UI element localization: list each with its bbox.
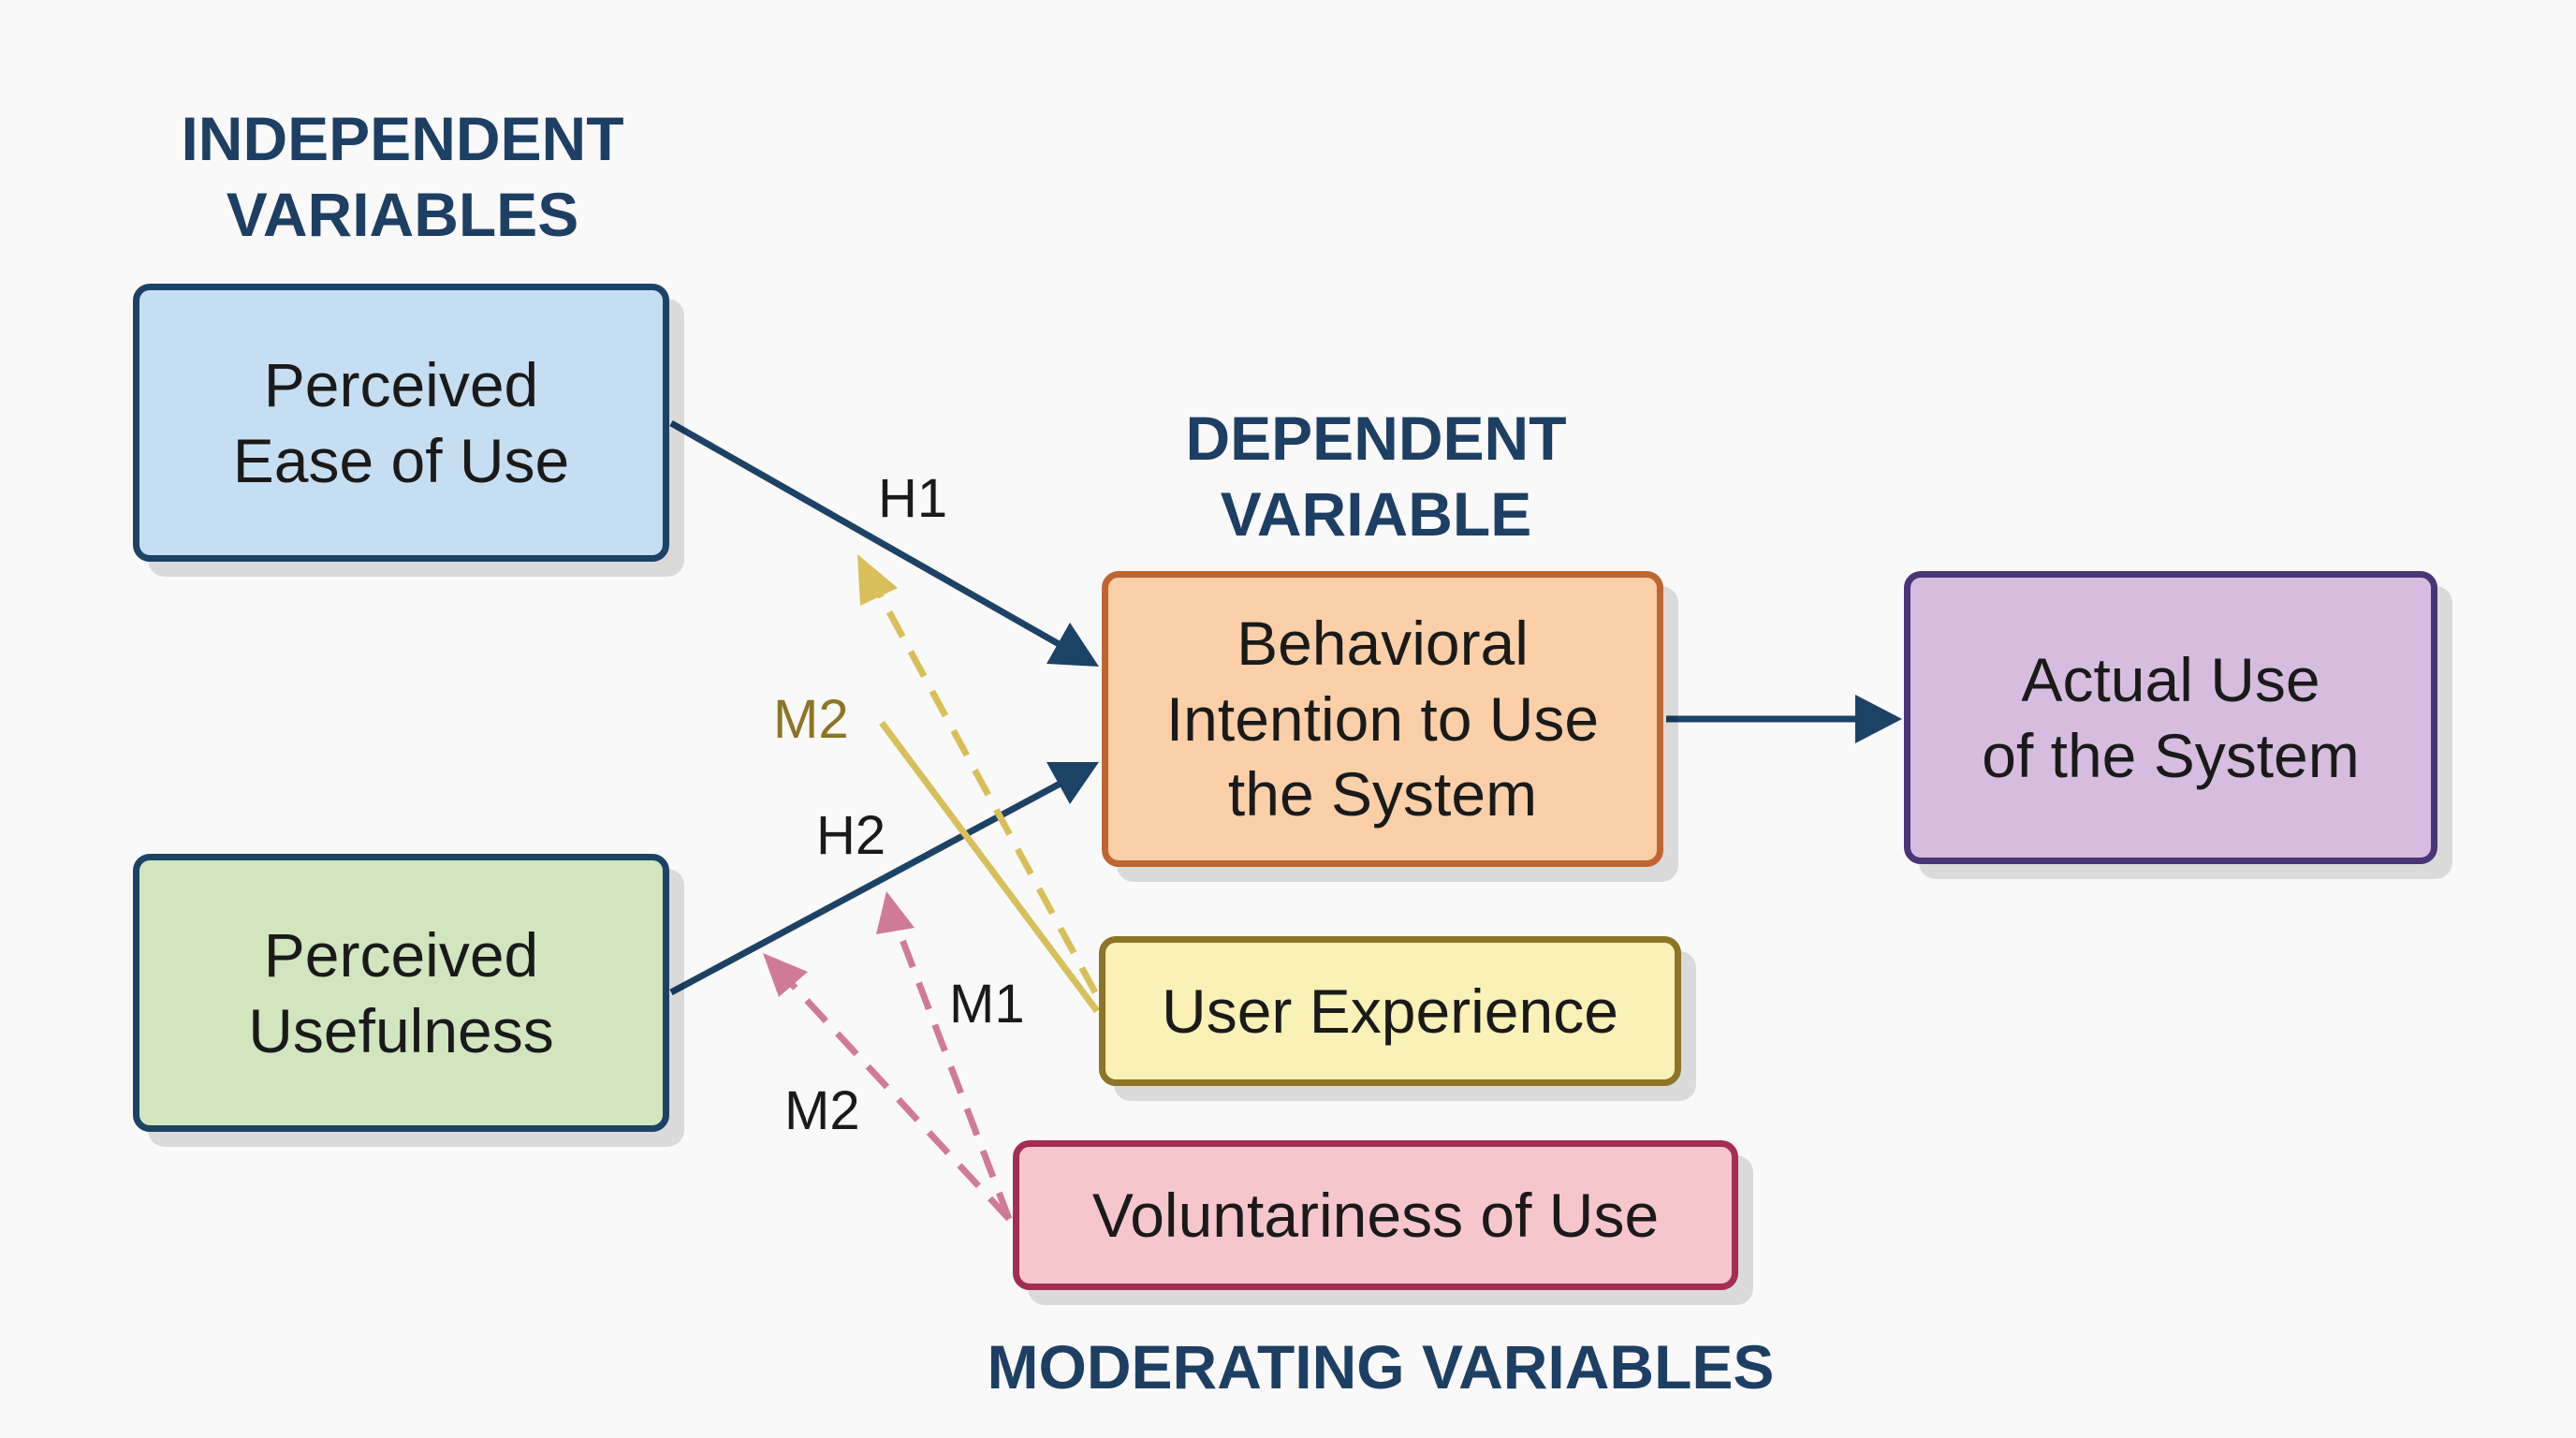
edge-label-m1: M1 — [949, 974, 1025, 1034]
arrow-voluntariness-to-pu — [785, 977, 1012, 1222]
arrow-voluntariness-to-h2 — [893, 923, 1013, 1221]
arrowhead-h1 — [1046, 623, 1099, 667]
arrow-h1 — [669, 419, 1069, 653]
edge-label-m2-voluntariness: M2 — [784, 1080, 860, 1141]
arrow-m2-solid — [879, 720, 1100, 1014]
arrowhead-h2 — [1046, 762, 1099, 804]
node-user-experience: User Experience — [1099, 936, 1681, 1086]
node-behavioral-intention: Behavioral Intention to Use the System — [1102, 571, 1663, 867]
moderating-variables-header: MODERATING VARIABLES — [987, 1332, 1775, 1401]
independent-variables-header: INDEPENDENT VARIABLES — [181, 104, 624, 249]
edge-label-m2-user-experience: M2 — [773, 689, 849, 750]
arrowhead-bi-to-actual-use — [1855, 695, 1902, 743]
node-voluntariness-of-use: Voluntariness of Use — [1013, 1140, 1738, 1290]
arrow-user-experience-to-h1 — [871, 584, 1099, 994]
node-perceived-ease-of-use: Perceived Ease of Use — [133, 284, 669, 562]
arrowhead-user-experience-to-h1 — [857, 554, 898, 606]
arrowhead-voluntariness-to-h2 — [876, 891, 915, 934]
node-actual-use: Actual Use of the System — [1904, 571, 2437, 864]
edge-label-h2: H2 — [816, 805, 886, 866]
dependent-variable-header: DEPENDENT VARIABLE — [1185, 404, 1567, 549]
node-perceived-usefulness: Perceived Usefulness — [133, 854, 669, 1132]
arrowhead-voluntariness-to-pu — [763, 953, 808, 997]
edge-label-h1: H1 — [878, 468, 948, 529]
